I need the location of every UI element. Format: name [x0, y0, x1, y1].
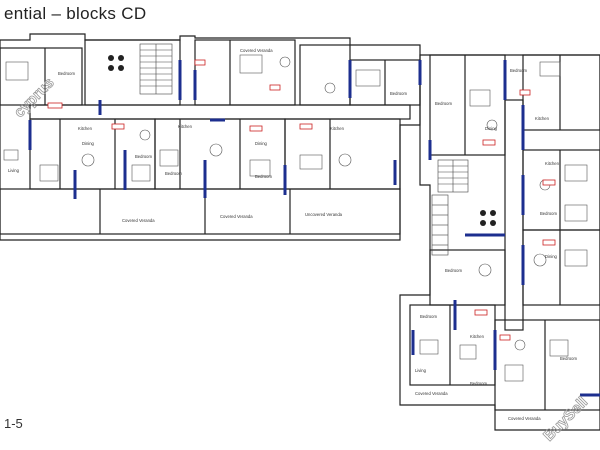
page-title: ential – blocks CD	[4, 4, 147, 23]
watermark-top: cyprus	[11, 74, 58, 121]
svg-text:Kitchen: Kitchen	[470, 334, 485, 339]
svg-text:Covered Veranda: Covered Veranda	[508, 416, 541, 421]
accent-walls-left	[28, 60, 397, 199]
svg-text:Bedroom: Bedroom	[390, 91, 408, 96]
block-c	[0, 33, 421, 241]
svg-text:Kitchen: Kitchen	[330, 126, 345, 131]
svg-text:Bedroom: Bedroom	[445, 268, 463, 273]
room-labels-right: Bedroom Bedroom Dining Kitchen Kitchen B…	[415, 68, 578, 421]
svg-text:Covered Veranda: Covered Veranda	[220, 214, 253, 219]
svg-text:Bedroom: Bedroom	[255, 174, 273, 179]
svg-text:Bedroom: Bedroom	[470, 381, 488, 386]
svg-text:Kitchen: Kitchen	[178, 124, 193, 129]
svg-text:Bedroom: Bedroom	[165, 171, 183, 176]
accent-walls-right	[411, 60, 600, 397]
svg-text:Covered Veranda: Covered Veranda	[240, 48, 273, 53]
svg-text:Living: Living	[8, 168, 20, 173]
stairs-left	[139, 43, 173, 95]
svg-text:Kitchen: Kitchen	[535, 116, 550, 121]
room-labels-left: Bedroom Covered Veranda Bedroom Kitchen …	[8, 48, 408, 223]
svg-text:Bedroom: Bedroom	[435, 101, 453, 106]
svg-text:Dining: Dining	[485, 126, 498, 131]
svg-text:Kitchen: Kitchen	[545, 161, 560, 166]
svg-text:Bedroom: Bedroom	[510, 68, 528, 73]
unit-tags-left	[47, 59, 313, 132]
svg-text:Living: Living	[415, 368, 427, 373]
svg-text:Bedroom: Bedroom	[560, 356, 578, 361]
lift-left	[108, 55, 124, 71]
svg-text:Covered Veranda: Covered Veranda	[415, 391, 448, 396]
svg-text:Dining: Dining	[255, 141, 268, 146]
svg-text:Dining: Dining	[82, 141, 95, 146]
furniture-left	[3, 54, 381, 182]
svg-text:Bedroom: Bedroom	[540, 211, 558, 216]
svg-text:Bedroom: Bedroom	[135, 154, 153, 159]
svg-text:Uncovered Veranda: Uncovered Veranda	[305, 212, 343, 217]
unit-tags-right	[474, 89, 556, 341]
block-d	[399, 54, 600, 431]
svg-text:Kitchen: Kitchen	[78, 126, 93, 131]
floor-range-label: 1-5	[4, 416, 23, 431]
lift-right	[480, 210, 496, 226]
furniture-right	[419, 61, 588, 382]
stairs-right	[431, 159, 469, 256]
svg-text:Bedroom: Bedroom	[420, 314, 438, 319]
svg-text:Covered Veranda: Covered Veranda	[122, 218, 155, 223]
watermark-bottom: BuySell	[540, 394, 591, 445]
svg-text:Dining: Dining	[545, 254, 558, 259]
svg-text:Bedroom: Bedroom	[58, 71, 76, 76]
